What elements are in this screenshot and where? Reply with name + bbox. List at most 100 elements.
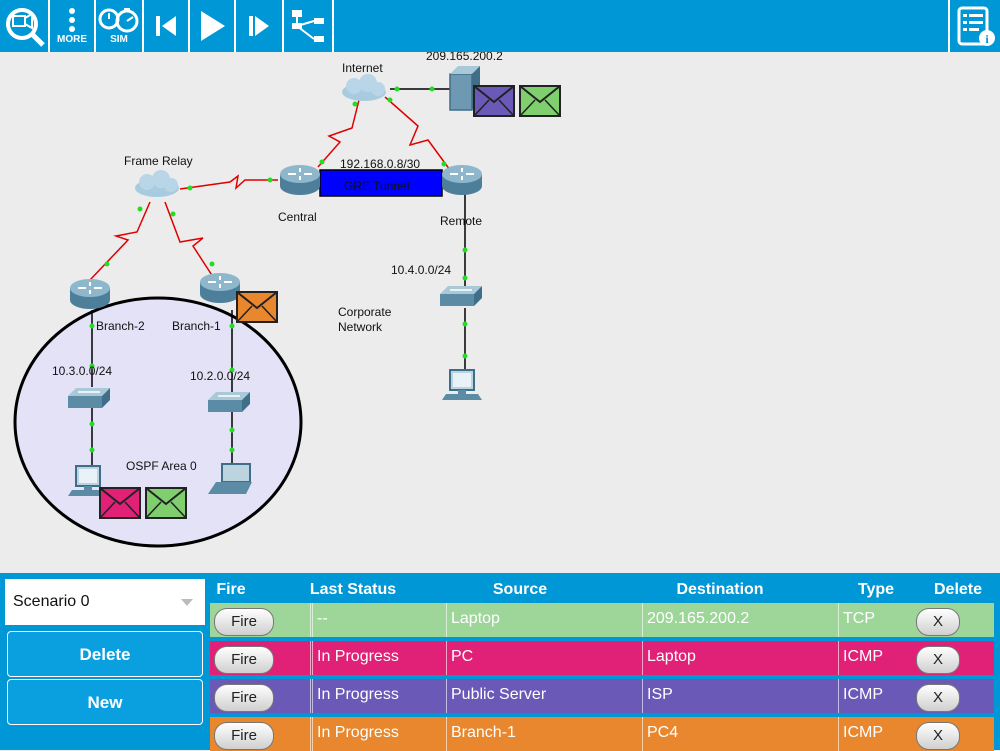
scenario-dropdown[interactable]: Scenario 0 <box>5 579 205 625</box>
corporate-network-label-line1: Corporate <box>338 305 392 319</box>
internet-label: Internet <box>342 61 383 75</box>
scenario-selected-value: Scenario 0 <box>13 593 90 610</box>
row-divider <box>310 717 311 751</box>
cell-source: PC <box>446 641 642 675</box>
cell-source: Branch-1 <box>446 717 642 751</box>
fire-button[interactable]: Fire <box>214 722 274 750</box>
topology-canvas[interactable]: Internet 209.165.200.2 Frame Relay 192.1… <box>0 49 1000 572</box>
frame-relay-cloud-icon[interactable] <box>135 170 179 197</box>
svg-text:i: i <box>985 32 989 46</box>
branch2-router-icon[interactable] <box>69 278 111 310</box>
step-forward-icon <box>249 16 269 36</box>
cell-type: ICMP <box>838 717 912 751</box>
row-divider <box>310 603 311 637</box>
step-back-icon <box>156 16 176 36</box>
info-list-button[interactable]: i <box>948 0 1000 52</box>
sim-button[interactable]: SIM <box>96 0 144 52</box>
new-scenario-button[interactable]: New <box>7 679 203 725</box>
cell-destination: Laptop <box>642 641 838 675</box>
pdu-envelope-pink-icon <box>99 487 141 519</box>
row-divider <box>310 679 311 713</box>
branch2-switch-icon[interactable] <box>67 387 111 409</box>
pdu-envelope-orange-icon <box>236 291 278 323</box>
remote-lan-label: 10.4.0.0/24 <box>391 263 451 277</box>
delete-pdu-button[interactable]: X <box>916 608 960 636</box>
topology-view-button[interactable] <box>284 0 334 52</box>
fire-button[interactable]: Fire <box>214 684 274 712</box>
cell-last-status: -- <box>312 603 446 637</box>
topology-svg: Internet 209.165.200.2 Frame Relay 192.1… <box>13 49 561 548</box>
remote-label: Remote <box>440 214 482 228</box>
laptop-icon[interactable] <box>208 463 252 494</box>
simulation-panel: Scenario 0 Delete New Fire Last Status S… <box>0 573 1000 751</box>
row-divider <box>310 641 311 675</box>
header-delete: Delete <box>933 581 983 598</box>
chevron-down-icon <box>181 599 193 606</box>
event-list-info-icon: i <box>957 6 995 46</box>
pdu-envelope-purple-icon <box>473 85 515 117</box>
cell-type: ICMP <box>838 641 912 675</box>
topology-tree-icon <box>292 10 324 42</box>
central-router-icon[interactable] <box>279 164 321 196</box>
more-label: MORE <box>57 34 87 45</box>
toolbar: MORE SIM <box>0 0 1000 52</box>
pdu-envelope-green2-icon <box>145 487 187 519</box>
step-forward-button[interactable] <box>236 0 284 52</box>
scenario-panel: Scenario 0 Delete New <box>5 579 205 750</box>
cell-destination: ISP <box>642 679 838 713</box>
cell-last-status: In Progress <box>312 679 446 713</box>
cell-destination: PC4 <box>642 717 838 751</box>
cell-source: Laptop <box>446 603 642 637</box>
gre-tunnel-link <box>319 169 443 197</box>
branch2-label: Branch-2 <box>96 319 145 333</box>
corporate-network-label-line2: Network <box>338 320 383 334</box>
cell-last-status: In Progress <box>312 717 446 751</box>
play-icon <box>201 11 225 41</box>
network-links <box>89 86 468 466</box>
remote-switch-icon[interactable] <box>439 285 483 307</box>
sim-label: SIM <box>110 34 128 45</box>
simulation-stopwatch-icon <box>98 8 139 33</box>
ospf-area-label: OSPF Area 0 <box>126 459 197 473</box>
fire-button[interactable]: Fire <box>214 608 274 636</box>
tunnel-network-label: 192.168.0.8/30 <box>340 157 420 171</box>
header-fire: Fire <box>216 581 246 598</box>
gre-tunnel-label: GRE Tunnel <box>344 179 409 193</box>
remote-router-icon[interactable] <box>441 164 483 196</box>
inspect-button[interactable] <box>0 0 50 52</box>
header-destination: Destination <box>676 581 764 598</box>
branch1-lan-label: 10.2.0.0/24 <box>190 369 250 383</box>
delete-pdu-button[interactable]: X <box>916 722 960 750</box>
play-button[interactable] <box>190 0 236 52</box>
cell-type: TCP <box>838 603 912 637</box>
central-label: Central <box>278 210 317 224</box>
delete-pdu-button[interactable]: X <box>916 684 960 712</box>
header-source: Source <box>492 581 548 598</box>
branch1-router-icon[interactable] <box>199 272 241 304</box>
cell-source: Public Server <box>446 679 642 713</box>
internet-cloud-icon[interactable] <box>342 74 386 101</box>
branch1-switch-icon[interactable] <box>207 391 251 413</box>
step-back-button[interactable] <box>144 0 190 52</box>
delete-pdu-button[interactable]: X <box>916 646 960 674</box>
server-ip-label: 209.165.200.2 <box>426 52 503 63</box>
cell-last-status: In Progress <box>312 641 446 675</box>
branch2-lan-label: 10.3.0.0/24 <box>52 364 112 378</box>
frame-relay-label: Frame Relay <box>124 154 193 168</box>
cell-type: ICMP <box>838 679 912 713</box>
delete-scenario-button[interactable]: Delete <box>7 631 203 677</box>
more-button[interactable]: MORE <box>50 0 96 52</box>
inspect-magnifier-icon <box>6 8 45 47</box>
header-last-status: Last Status <box>309 581 397 598</box>
corporate-pc-icon[interactable] <box>441 369 483 401</box>
cell-destination: 209.165.200.2 <box>642 603 838 637</box>
more-dots-icon <box>69 8 75 32</box>
header-type: Type <box>857 581 895 598</box>
branch1-label: Branch-1 <box>172 319 221 333</box>
pdu-envelope-green-icon <box>519 85 561 117</box>
fire-button[interactable]: Fire <box>214 646 274 674</box>
